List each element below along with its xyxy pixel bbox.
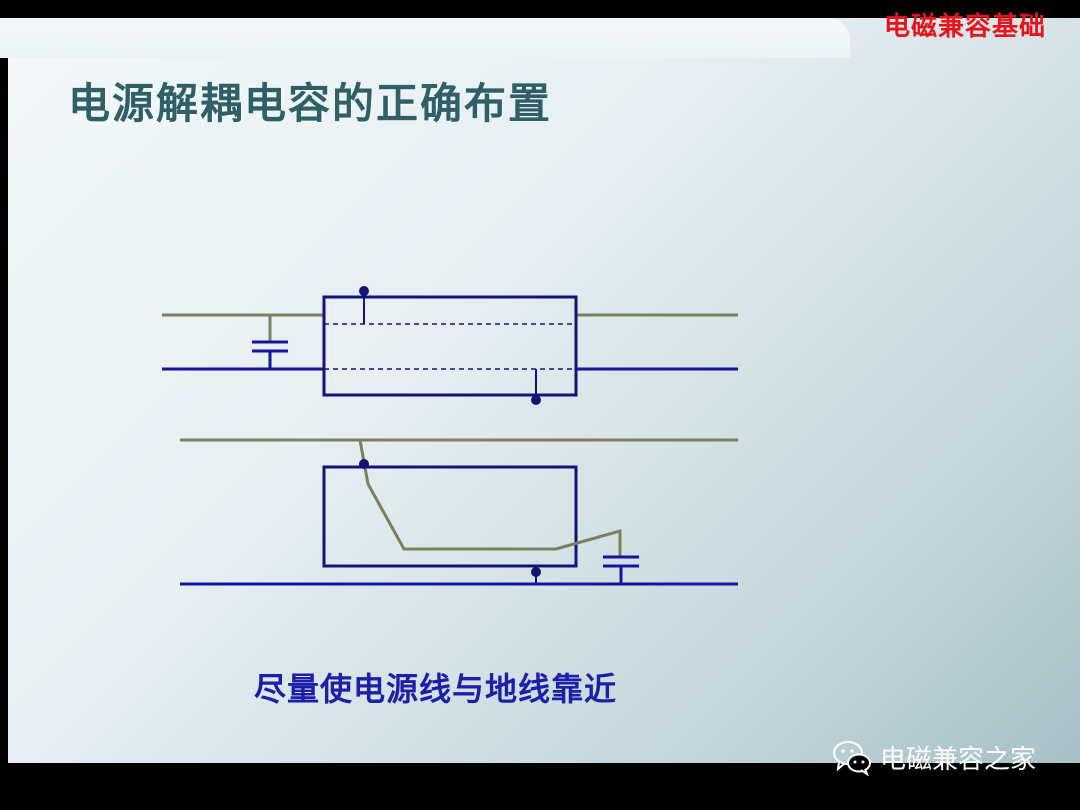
slide-background	[8, 18, 1080, 763]
lower-decoupling-capacitor	[603, 555, 639, 584]
slide-title: 电源解耦电容的正确布置	[68, 79, 553, 128]
watermark: 电磁兼容之家	[832, 738, 1036, 776]
header-brand: 电磁兼容基础	[883, 12, 1046, 42]
slide-caption: 尽量使电源线与地线靠近	[254, 670, 618, 708]
upper-decoupling-capacitor	[252, 315, 288, 369]
wechat-icon	[833, 741, 871, 776]
lower-power-pin	[359, 459, 369, 469]
upper-circuit	[162, 286, 738, 405]
upper-ground-pin	[531, 369, 541, 405]
lower-power-routing	[358, 439, 622, 557]
watermark-text: 电磁兼容之家	[880, 744, 1037, 775]
upper-ic-package	[322, 295, 578, 397]
lower-ic-package	[322, 465, 578, 568]
slide-background-tab	[0, 18, 850, 58]
upper-power-pin	[359, 286, 369, 324]
lower-ground-pin	[531, 567, 541, 584]
lower-circuit	[180, 438, 738, 586]
